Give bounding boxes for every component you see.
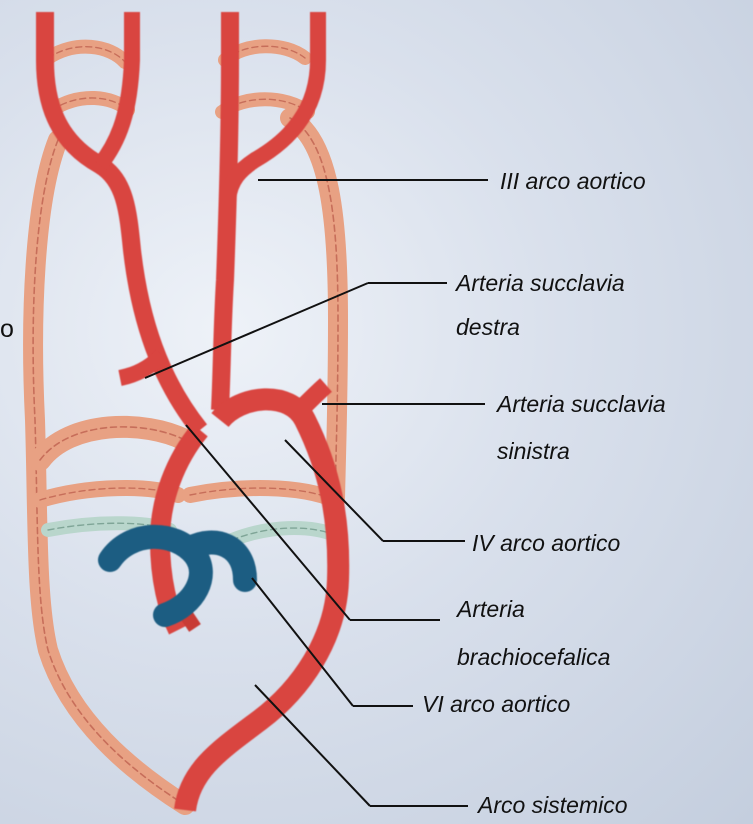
label-arteria-succlavia-destra-line2: destra (456, 312, 520, 342)
label-arco-sistemico: Arco sistemico (478, 790, 628, 820)
label-arteria-succlavia-destra-line1: Arteria succlavia (456, 268, 625, 298)
label-iv-arco-aortico: IV arco aortico (472, 528, 620, 558)
label-arteria-brachiocefalica-line2: brachiocefalica (457, 642, 610, 672)
label-arteria-succlavia-sinistra-line1: Arteria succlavia (497, 389, 666, 419)
label-arteria-brachiocefalica-line1: Arteria (457, 594, 525, 624)
label-iii-arco-aortico: III arco aortico (500, 166, 646, 196)
label-arteria-succlavia-sinistra-line2: sinistra (497, 436, 570, 466)
label-vi-arco-aortico: VI arco aortico (422, 689, 570, 719)
arteries (45, 12, 338, 810)
cut-off-text-fragment: o (0, 315, 14, 344)
pulmonary-arteries (110, 537, 245, 615)
